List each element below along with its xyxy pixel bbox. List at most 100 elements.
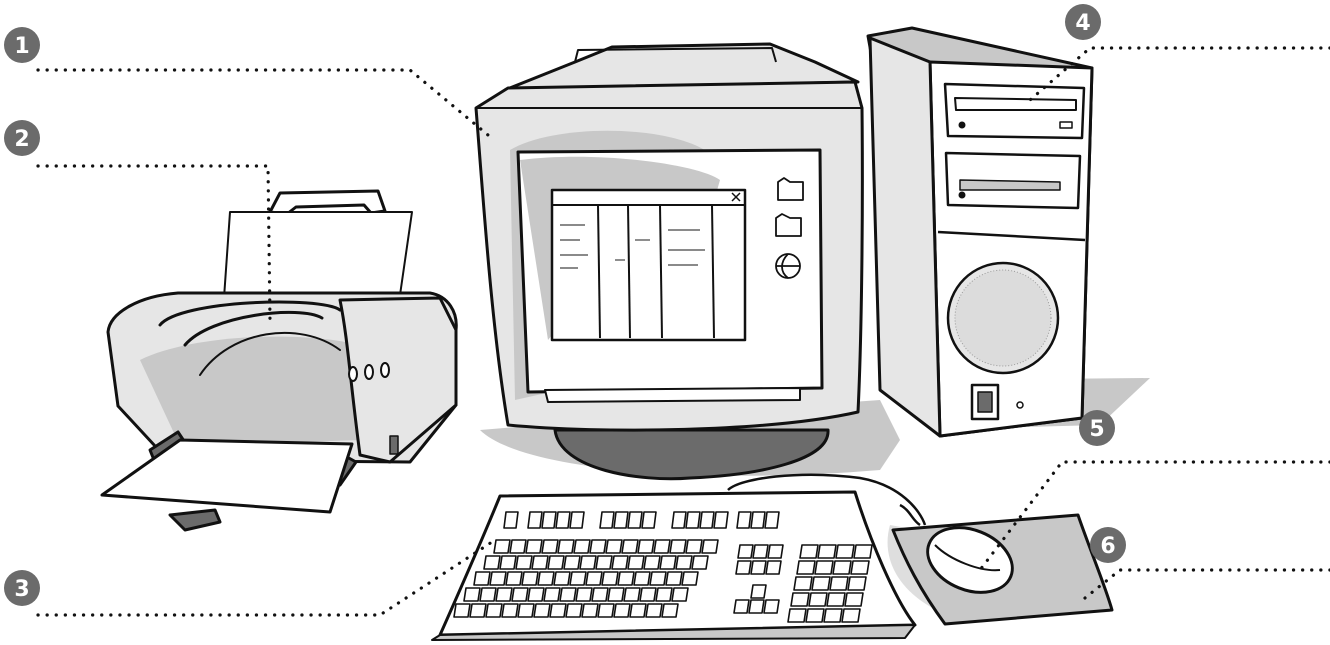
globe-icon	[776, 254, 800, 278]
marker-printer: 2	[4, 120, 40, 156]
keyboard-key	[454, 604, 470, 617]
keyboard-key	[518, 604, 534, 617]
keyboard-key	[827, 593, 845, 606]
keyboard-key	[500, 556, 516, 569]
keyboard-key	[602, 572, 618, 585]
keyboard-key	[818, 545, 836, 558]
keyboard-key	[749, 600, 764, 613]
keyboard-key	[608, 588, 624, 601]
keyboard-key	[824, 609, 842, 622]
keyboard-key	[556, 512, 570, 528]
marker-number: 5	[1089, 417, 1104, 442]
keyboard-key	[542, 512, 556, 528]
keyboard-key	[570, 512, 584, 528]
keyboard-key	[644, 556, 660, 569]
keyboard-key	[751, 561, 766, 574]
keyboard-key	[676, 556, 692, 569]
keyboard-key	[738, 545, 753, 558]
monitor	[476, 44, 862, 479]
keyboard-key	[510, 540, 526, 553]
keyboard-key	[538, 572, 554, 585]
keyboard-key	[630, 604, 646, 617]
keyboard-key	[522, 572, 538, 585]
keyboard-key	[734, 600, 749, 613]
keyboard-key	[558, 540, 574, 553]
keyboard	[432, 475, 925, 640]
keyboard-key	[642, 512, 656, 528]
keyboard-key	[600, 512, 614, 528]
keyboard-key	[848, 577, 866, 590]
keyboard-key	[638, 540, 654, 553]
keyboard-key	[528, 588, 544, 601]
keyboard-key	[768, 545, 783, 558]
keyboard-key	[528, 512, 542, 528]
keyboard-key	[714, 512, 728, 528]
marker-mouse-pad: 6	[1090, 527, 1126, 563]
leader-line-1	[38, 70, 488, 135]
marker-system-unit: 4	[1065, 4, 1101, 40]
keyboard-key	[797, 561, 815, 574]
keyboard-key	[670, 540, 686, 553]
keyboard-key	[606, 540, 622, 553]
keyboard-key	[660, 556, 676, 569]
keyboard-key	[564, 556, 580, 569]
keyboard-key	[800, 545, 818, 558]
keyboard-key	[554, 572, 570, 585]
keyboard-key	[672, 588, 688, 601]
keyboard-key	[598, 604, 614, 617]
keyboard-key	[812, 577, 830, 590]
keyboard-key	[751, 585, 766, 598]
keyboard-key	[737, 512, 751, 528]
keyboard-key	[480, 588, 496, 601]
keyboard-key	[751, 512, 765, 528]
keyboard-key	[502, 604, 518, 617]
keyboard-key	[566, 604, 582, 617]
keyboard-key	[590, 540, 606, 553]
keyboard-key	[656, 588, 672, 601]
keyboard-key	[582, 604, 598, 617]
keyboard-key	[842, 609, 860, 622]
keyboard-key	[766, 561, 781, 574]
keyboard-key	[544, 588, 560, 601]
keyboard-key	[470, 604, 486, 617]
keyboard-key	[809, 593, 827, 606]
keyboard-key	[614, 512, 628, 528]
keyboard-key	[845, 593, 863, 606]
system-unit	[868, 28, 1092, 436]
marker-monitor: 1	[4, 27, 40, 63]
keyboard-key	[618, 572, 634, 585]
keyboard-key	[512, 588, 528, 601]
marker-number: 4	[1075, 11, 1090, 36]
marker-number: 2	[14, 127, 29, 152]
keyboard-key	[791, 593, 809, 606]
keyboard-key	[526, 540, 542, 553]
keyboard-key	[700, 512, 714, 528]
keyboard-key	[830, 577, 848, 590]
keyboard-key	[640, 588, 656, 601]
keyboard-key	[650, 572, 666, 585]
keyboard-key	[534, 604, 550, 617]
keyboard-key	[646, 604, 662, 617]
keyboard-key	[702, 540, 718, 553]
keyboard-key	[580, 556, 596, 569]
keyboard-key	[586, 572, 602, 585]
keyboard-key	[484, 556, 500, 569]
keyboard-key	[612, 556, 628, 569]
keyboard-key	[815, 561, 833, 574]
keyboard-key	[806, 609, 824, 622]
keyboard-key	[686, 540, 702, 553]
keyboard-key	[753, 545, 768, 558]
keyboard-key	[516, 556, 532, 569]
keyboard-key	[490, 572, 506, 585]
keyboard-key	[836, 545, 854, 558]
keyboard-key	[504, 512, 518, 528]
keyboard-key	[550, 604, 566, 617]
keyboard-key	[574, 540, 590, 553]
printer	[102, 191, 456, 530]
keyboard-key	[833, 561, 851, 574]
keyboard-key	[764, 600, 779, 613]
keyboard-key	[851, 561, 869, 574]
keyboard-key	[532, 556, 548, 569]
keyboard-key	[592, 588, 608, 601]
